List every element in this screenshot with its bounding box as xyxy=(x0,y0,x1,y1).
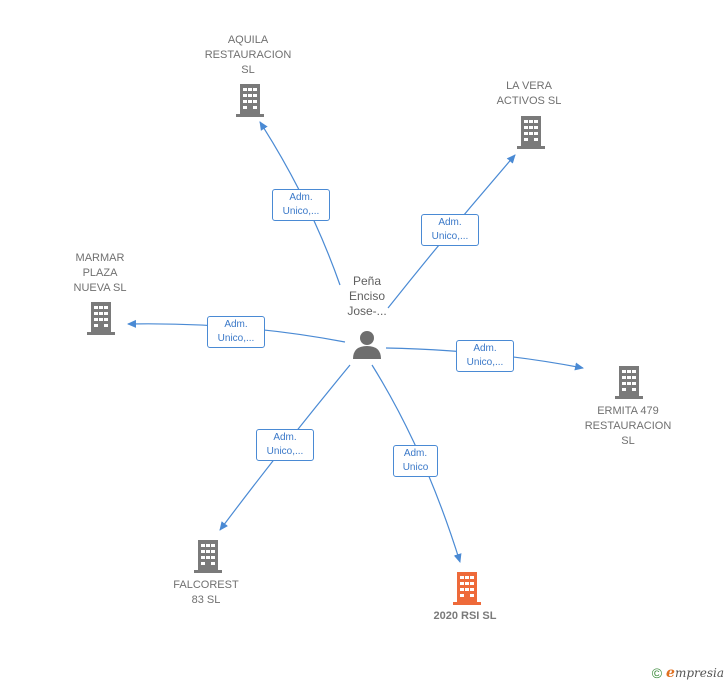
company-label-ermita[interactable]: ERMITA 479 RESTAURACION SL xyxy=(584,405,672,447)
company-label-falcorest[interactable]: FALCOREST 83 SL xyxy=(173,579,239,606)
building-icon[interactable] xyxy=(613,364,645,400)
relation-label-falcorest[interactable]: Adm. Unico,... xyxy=(256,429,314,461)
building-icon[interactable] xyxy=(85,300,117,336)
brand-logo[interactable]: empresia xyxy=(666,665,724,681)
brand-footer: © empresia xyxy=(652,665,724,681)
relation-label-ermita[interactable]: Adm. Unico,... xyxy=(456,340,514,372)
company-label-aquila[interactable]: AQUILA RESTAURACION SL xyxy=(204,34,292,76)
person-icon[interactable] xyxy=(350,327,384,361)
building-icon[interactable] xyxy=(192,538,224,574)
relation-label-rsi[interactable]: Adm. Unico xyxy=(393,445,438,477)
building-icon[interactable] xyxy=(234,82,266,118)
company-label-marmar[interactable]: MARMAR PLAZA NUEVA SL xyxy=(73,252,127,294)
building-icon[interactable] xyxy=(515,114,547,150)
company-label-rsi[interactable]: 2020 RSI SL xyxy=(433,610,497,622)
company-label-lavera[interactable]: LA VERA ACTIVOS SL xyxy=(496,80,562,107)
relation-label-marmar[interactable]: Adm. Unico,... xyxy=(207,316,265,348)
copyright-symbol: © xyxy=(651,665,663,681)
relation-label-aquila[interactable]: Adm. Unico,... xyxy=(272,189,330,221)
relation-label-lavera[interactable]: Adm. Unico,... xyxy=(421,214,479,246)
center-person-name[interactable]: Peña Enciso Jose-... xyxy=(347,274,387,318)
building-icon-highlight[interactable] xyxy=(451,570,483,606)
